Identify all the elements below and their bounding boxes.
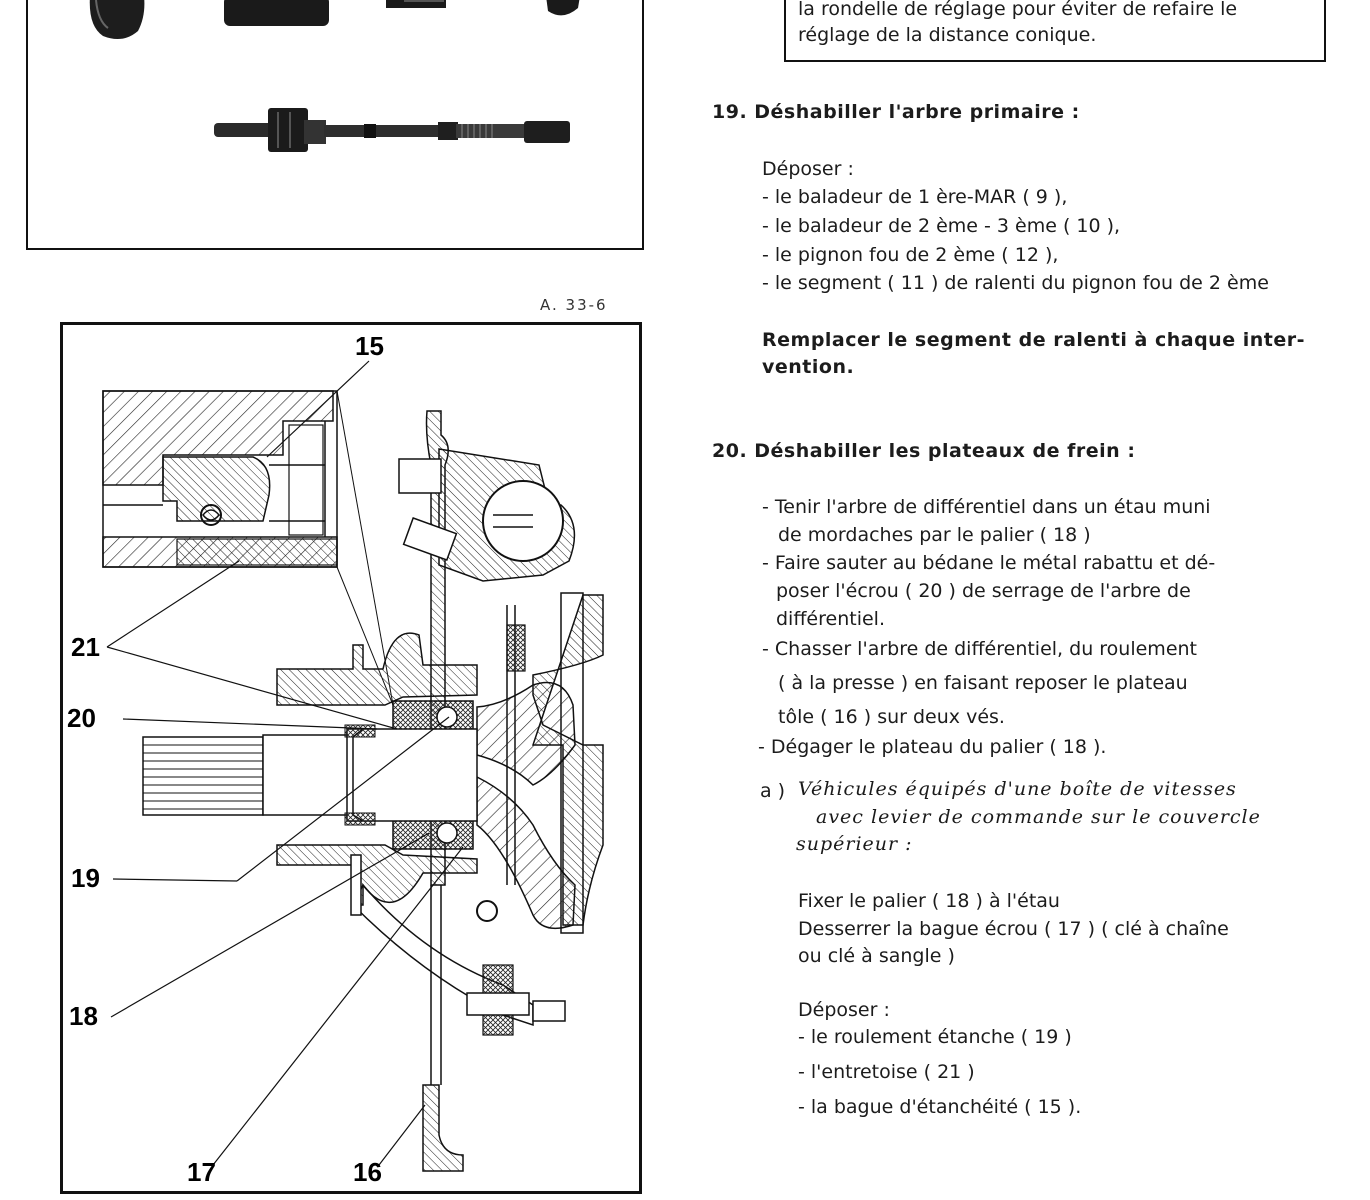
case-a-remove-intro: Déposer : [798,999,890,1021]
brake-plate-drawing-frame: 15 21 20 19 18 17 16 [60,322,642,1194]
gearbox-parts-photo [89,0,580,152]
seal-detail-inset [102,390,338,568]
section-19-item-4: - le segment ( 11 ) de ralenti du pignon… [762,272,1269,294]
hub-assembly [142,410,604,1172]
brake-plate-cross-section [102,360,604,1172]
note-box-line-1: la rondelle de réglage pour éviter de re… [798,0,1238,20]
callout-19: 19 [71,863,100,893]
case-a-instruction-3: ou clé à sangle ) [798,945,955,967]
section-19-item-1: - le baladeur de 1 ère-MAR ( 9 ), [762,186,1068,208]
section-19-note-line-2: vention. [762,356,855,378]
section-20-step-8: tôle ( 16 ) sur deux vés. [778,706,1005,728]
case-a-marker: a ) [760,780,786,802]
callout-20: 20 [67,703,96,733]
case-a-title-line-3: supérieur : [796,833,913,855]
section-19-heading: 19. Déshabiller l'arbre primaire : [712,101,1080,123]
section-20-step-2: de mordaches par le palier ( 18 ) [778,524,1091,546]
section-19-item-2: - le baladeur de 2 ème - 3 ème ( 10 ), [762,215,1121,237]
callout-21: 21 [71,632,100,662]
case-a-title-line-2: avec levier de commande sur le couvercle [816,806,1261,828]
section-20-step-1: - Tenir l'arbre de différentiel dans un … [762,496,1211,518]
callout-15: 15 [355,331,384,361]
callout-16: 16 [353,1157,382,1187]
section-20-step-4: poser l'écrou ( 20 ) de serrage de l'arb… [776,580,1191,602]
case-a-remove-item-3: - la bague d'étanchéité ( 15 ). [798,1096,1082,1118]
section-19-note-line-1: Remplacer le segment de ralenti à chaque… [762,329,1305,351]
section-20-step-3: - Faire sauter au bédane le métal rabatt… [762,552,1216,574]
figure-reference: A. 33-6 [540,296,608,314]
callout-18: 18 [69,1001,98,1031]
case-a-remove-item-1: - le roulement étanche ( 19 ) [798,1026,1072,1048]
section-20-step-5: différentiel. [776,608,885,630]
section-20-step-6: - Chasser l'arbre de différentiel, du ro… [762,638,1197,660]
top-figure-frame [26,0,644,250]
case-a-remove-item-2: - l'entretoise ( 21 ) [798,1061,975,1083]
note-box-line-2: réglage de la distance conique. [798,24,1097,46]
section-20-heading: 20. Déshabiller les plateaux de frein : [712,440,1136,462]
case-a-instruction-2: Desserrer la bague écrou ( 17 ) ( clé à … [798,918,1229,940]
section-19-intro: Déposer : [762,158,854,180]
case-a-title-line-1: Véhicules équipés d'une boîte de vitesse… [798,778,1237,800]
note-box: la rondelle de réglage pour éviter de re… [784,0,1326,62]
section-20-step-7: ( à la presse ) en faisant reposer le pl… [778,672,1188,694]
section-19-item-3: - le pignon fou de 2 ème ( 12 ), [762,244,1059,266]
callout-17: 17 [187,1157,216,1187]
section-20-step-9: - Dégager le plateau du palier ( 18 ). [758,736,1107,758]
case-a-instruction-1: Fixer le palier ( 18 ) à l'étau [798,890,1060,912]
